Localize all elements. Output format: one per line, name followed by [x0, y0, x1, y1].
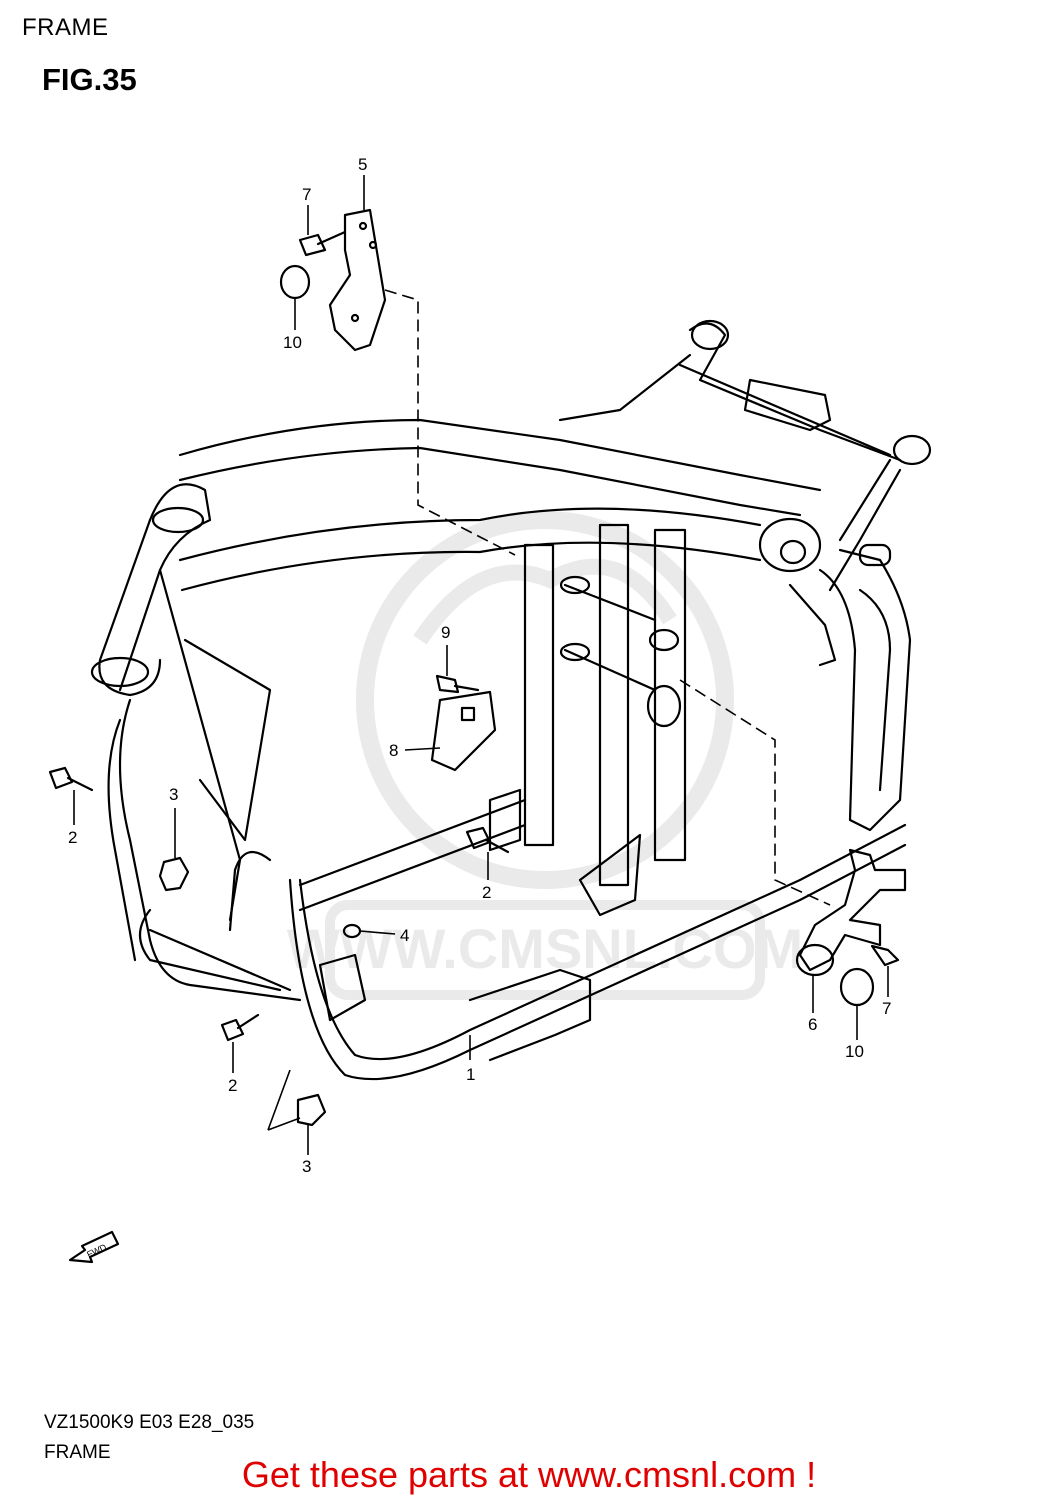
callout-6: 6: [808, 1015, 817, 1034]
frame-bottom-cradle: [148, 823, 907, 1081]
part-7-bolt-right: [870, 944, 900, 967]
callout-3-upper: 3: [169, 785, 178, 804]
callout-7-right: 7: [882, 999, 891, 1018]
frame-left-bracket: [183, 638, 367, 1022]
frame-center-posts: [523, 523, 687, 887]
callout-2-center: 2: [482, 883, 491, 902]
part-6-bracket: [795, 848, 907, 977]
part-9-bolt: [435, 674, 480, 694]
leader-line-3c: [267, 1069, 301, 1131]
callout-8: 8: [389, 741, 398, 760]
model-code: VZ1500K9 E03 E28_035: [44, 1412, 255, 1433]
callout-2-bottom: 2: [228, 1076, 237, 1095]
footer-section-name: FRAME: [44, 1442, 111, 1463]
callout-10-top: 10: [283, 333, 302, 352]
callout-3-lower: 3: [302, 1157, 311, 1176]
fwd-arrow-icon: [68, 1230, 120, 1264]
part-2-bolt-center: [465, 826, 510, 854]
leader-dashed-4: [359, 930, 396, 935]
leader-line-8: [404, 747, 441, 751]
callout-9: 9: [441, 623, 450, 642]
callout-1: 1: [466, 1065, 475, 1084]
callout-7-top: 7: [302, 185, 311, 204]
leader-dashed-5: [384, 289, 516, 556]
watermark: WWW.CMSNL.COM: [287, 511, 803, 1000]
section-title: FRAME: [22, 14, 109, 41]
part-5-bracket: [328, 208, 387, 352]
part-2-bolt-left: [48, 766, 94, 792]
part-10-cap-right: [839, 967, 875, 1007]
callout-2-left: 2: [68, 828, 77, 847]
part-3-nut-lower: [296, 1093, 327, 1127]
figure-label: FIG.35: [42, 62, 137, 97]
part-3-nut-upper: [158, 856, 190, 892]
part-7-bolt: [298, 230, 347, 257]
frame-headstock: [90, 483, 212, 697]
cta-link[interactable]: Get these parts at www.cmsnl.com !: [241, 1454, 817, 1495]
part-2-bolt-bottom: [220, 1013, 260, 1042]
callout-4: 4: [400, 926, 409, 945]
callout-10-right: 10: [845, 1042, 864, 1061]
leader-dashed-6: [679, 679, 831, 906]
watermark-text: WWW.CMSNL.COM: [287, 917, 803, 980]
frame-top-rail: [178, 418, 822, 592]
frame-cross-tubes: [298, 788, 642, 917]
part-8-plate: [430, 690, 497, 772]
callout-5: 5: [358, 155, 367, 174]
part-10-cap: [279, 264, 311, 300]
frame-rear-right: [558, 319, 932, 832]
